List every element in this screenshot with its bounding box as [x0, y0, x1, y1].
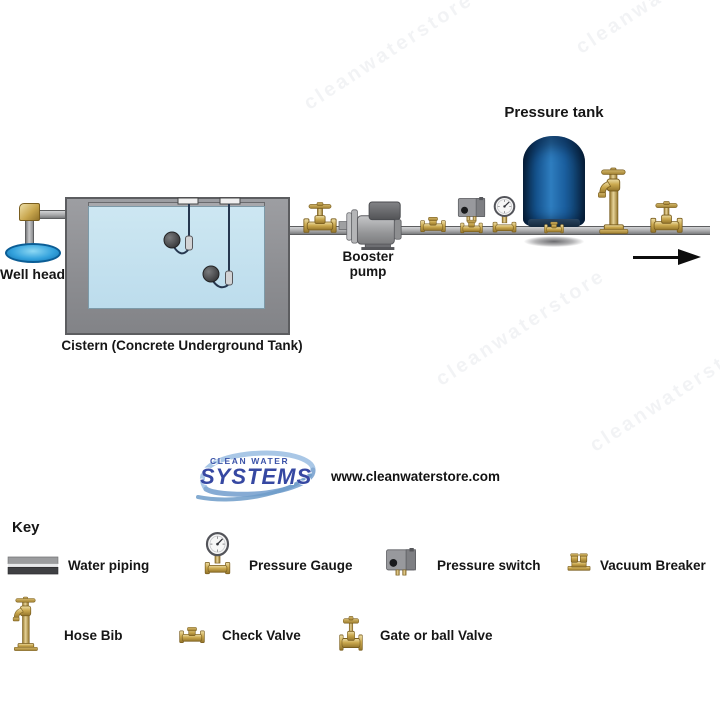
watermark-text: cleanwaterstore: [300, 0, 478, 115]
logo-text-top: CLEAN WATER: [210, 456, 290, 466]
pressure-switch-icon: [386, 547, 416, 576]
pressure-tank: [523, 136, 585, 226]
float-switches-icon: [163, 197, 241, 289]
well-head-inlet-pipe: [36, 210, 68, 219]
logo-text-main: SYSTEMS: [200, 464, 313, 489]
water-piping-icon: [7, 556, 59, 575]
booster-pump-label: Booster pump: [342, 249, 394, 279]
key-label-gate-or-ball-valve: Gate or ball Valve: [380, 628, 493, 643]
gate-ball-valve-icon: [339, 616, 363, 651]
pressure-gauge-icon: [204, 532, 231, 575]
flow-arrow-head-icon: [678, 249, 701, 265]
flow-arrow-icon: [633, 256, 680, 259]
pressure-tank-label: Pressure tank: [504, 104, 604, 121]
hose-bib-icon: [12, 596, 38, 651]
key-label-water-piping: Water piping: [68, 558, 150, 573]
cistern-label: Cistern (Concrete Underground Tank): [61, 338, 303, 353]
brand-logo: CLEAN WATER SYSTEMS: [192, 447, 324, 503]
key-label-hose-bib: Hose Bib: [64, 628, 123, 643]
well-head-water-icon: [5, 243, 61, 263]
well-head-label: Well head: [0, 266, 66, 282]
well-head-elbow-fitting: [19, 203, 40, 221]
cistern-water: [88, 206, 265, 309]
watermark-text: cleanwaterstore: [432, 264, 610, 391]
logo-swoosh-icon: [196, 450, 316, 502]
key-title: Key: [12, 519, 40, 536]
gate-valve-icon: [303, 201, 337, 233]
key-label-check-valve: Check Valve: [222, 628, 301, 643]
pressure-tank-fitting: [544, 221, 564, 234]
pressure-switch-tee-fitting: [460, 219, 483, 234]
vacuum-breaker-icon: [567, 553, 591, 571]
key-label-pressure-switch: Pressure switch: [437, 558, 541, 573]
website-url: www.cleanwaterstore.com: [331, 469, 501, 484]
watermark-text: cleanwaterstore: [586, 330, 720, 457]
watermark-text: cleanwaterstore: [572, 0, 720, 59]
pressure-tank-shadow: [524, 236, 584, 247]
key-label-pressure-gauge: Pressure Gauge: [249, 558, 353, 573]
booster-pump-icon: [338, 201, 402, 251]
check-valve-icon: [179, 627, 205, 643]
gate-valve-icon: [650, 201, 683, 233]
well-head-drop-pipe: [25, 218, 34, 248]
pressure-gauge-icon: [492, 195, 517, 234]
hose-bib-icon: [597, 167, 629, 234]
check-valve-icon: [420, 216, 446, 233]
key-label-vacuum-breaker: Vacuum Breaker: [600, 558, 706, 573]
